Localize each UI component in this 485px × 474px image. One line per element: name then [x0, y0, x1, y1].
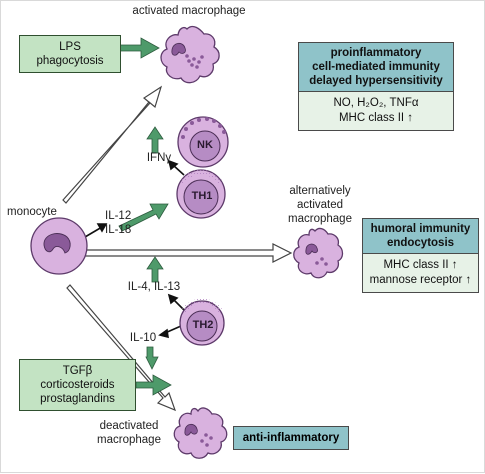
- panel-title-humoral: humoral immunity: [370, 223, 471, 235]
- proinflammatory-panel: proinflammatory cell-mediated immunity d…: [298, 42, 454, 131]
- deactivating-stimuli-box: TGFβ corticosteroids prostaglandins: [19, 359, 136, 411]
- green-arrow-il12-to-th1: [118, 203, 169, 232]
- deactivated-macrophage-cell: [173, 407, 228, 459]
- stimulus-prostaglandins: prostaglandins: [40, 393, 115, 405]
- activating-stimuli-box: LPS phagocytosis: [19, 35, 121, 73]
- green-arrow-lps: [119, 37, 160, 59]
- ifn-gamma-label: IFNγ: [146, 152, 172, 164]
- il18-label: IL-18: [105, 224, 132, 236]
- il12-label: IL-12: [105, 210, 132, 222]
- hollow-arrow-to-activated: [62, 85, 163, 204]
- humoral-panel-body: MHC class II ↑ mannose receptor ↑: [363, 254, 478, 292]
- panel-item-mhc-ii: MHC class II ↑: [383, 259, 458, 271]
- panel-item-mannose: mannose receptor ↑: [369, 274, 472, 286]
- stimulus-phagocytosis: phagocytosis: [36, 55, 104, 67]
- activated-macrophage-cell: [160, 25, 220, 84]
- stimulus-lps: LPS: [59, 41, 81, 53]
- hollow-arrow-to-alternatively: [84, 243, 293, 263]
- il4-il13-label: IL-4, IL-13: [127, 281, 181, 293]
- panel-title-proinflammatory: proinflammatory: [330, 47, 422, 59]
- proinflammatory-panel-header: proinflammatory cell-mediated immunity d…: [299, 43, 453, 92]
- nk-cell: [177, 116, 229, 168]
- black-arrow-th2-to-il10: [158, 325, 182, 339]
- panel-item-mhc: MHC class II ↑: [338, 112, 414, 124]
- green-arrow-ifn-up: [146, 126, 164, 154]
- th2-cell: [179, 298, 225, 346]
- th1-label: TH1: [191, 190, 213, 202]
- proinflammatory-panel-body: NO, H₂O₂, TNFα MHC class II ↑: [299, 92, 453, 130]
- green-arrow-il10-down: [145, 346, 159, 370]
- black-arrow-th1-to-ifn: [167, 159, 185, 176]
- panel-title-cell-mediated: cell-mediated immunity: [312, 61, 440, 73]
- panel-item-mediators: NO, H₂O₂, TNFα: [333, 97, 419, 109]
- humoral-panel-header: humoral immunity endocytosis: [363, 219, 478, 254]
- th1-cell: [176, 169, 226, 219]
- activated-macrophage-label: activated macrophage: [132, 5, 246, 17]
- stimulus-tgfb: TGFβ: [62, 365, 93, 377]
- alternatively-activated-macrophage-cell: [293, 227, 344, 279]
- stimulus-corticosteroids: corticosteroids: [40, 379, 115, 391]
- anti-inflammatory-panel: anti-inflammatory: [233, 426, 349, 450]
- alternatively-activated-macrophage-label: alternatively activated macrophage: [288, 185, 352, 225]
- th2-label: TH2: [192, 319, 214, 331]
- black-arrow-monocyte-to-il12: [84, 223, 108, 238]
- hollow-arrow-to-deactivated: [66, 284, 177, 412]
- panel-title-delayed-hypersensitivity: delayed hypersensitivity: [309, 75, 443, 87]
- deactivated-macrophage-label: deactivated macrophage: [97, 420, 161, 446]
- green-arrow-tgfb: [135, 374, 172, 396]
- il10-label: IL-10: [129, 332, 157, 344]
- monocyte-cell: [30, 217, 88, 275]
- panel-title-endocytosis: endocytosis: [386, 237, 455, 249]
- nk-label: NK: [197, 139, 213, 151]
- humoral-panel: humoral immunity endocytosis MHC class I…: [362, 218, 479, 293]
- green-arrow-il4-up: [146, 256, 164, 283]
- monocyte-label: monocyte: [7, 206, 57, 218]
